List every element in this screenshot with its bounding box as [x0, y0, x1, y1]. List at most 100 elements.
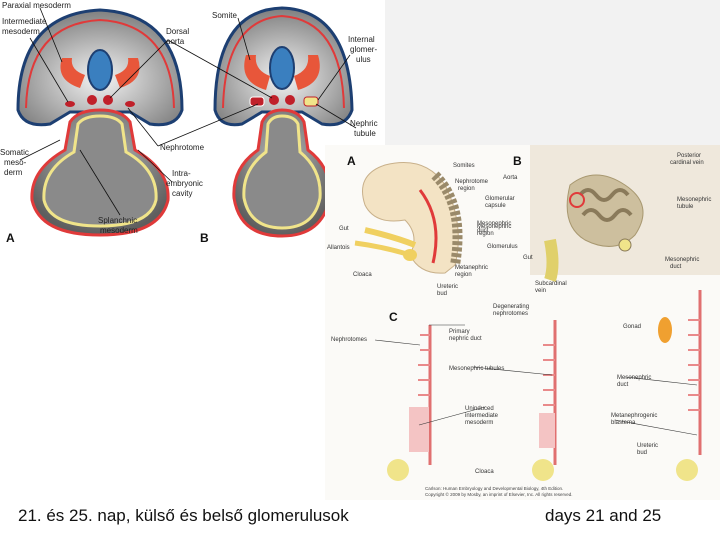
credit-line-2: Copyright © 2009 by Mosby, an imprint of…: [425, 491, 573, 497]
label-nephric-tubule-2: tubule: [354, 129, 376, 138]
label-c-gonad: Gonad: [623, 324, 641, 330]
right-panel-label-b: B: [513, 154, 522, 168]
label-c-ureteric-bud-2: bud: [637, 450, 647, 456]
label-intermediate-mesoderm-1: Intermediate: [2, 17, 47, 26]
label-a-ureteric-bud-2: bud: [437, 291, 447, 297]
section-a-aorta-left: [87, 95, 97, 105]
label-b-glomerulus: Glomerulus: [487, 244, 518, 250]
label-c-primary-nephric-duct-2: nephric duct: [449, 336, 482, 342]
label-internal-glomerulus-2: glomer-: [350, 45, 377, 54]
label-b-posterior-cardinal-vein-1: Posterior: [677, 153, 701, 159]
label-a-nephrotome-region-2: region: [458, 186, 475, 192]
label-c-mesonephric-duct-2: duct: [617, 382, 629, 388]
label-a-cloaca: Cloaca: [353, 272, 372, 278]
label-internal-glomerulus-3: ulus: [356, 55, 371, 64]
section-a-intermediate-right: [125, 101, 135, 107]
label-nephric-tubule-1: Nephric: [350, 119, 378, 128]
label-c-mesonephric-tubules: Mesonephric tubules: [449, 366, 504, 372]
section-a-intermediate-left: [65, 101, 75, 107]
label-b-subcardinal-vein-2: vein: [535, 288, 546, 294]
gonad-shape: [658, 317, 672, 343]
label-c-metanephrogenic-2: blastema: [611, 420, 636, 426]
section-a-neural-tube: [88, 50, 112, 90]
label-c-ureteric-bud-1: Ureteric: [637, 443, 658, 449]
embryo-gut: [365, 230, 415, 245]
label-internal-glomerulus-1: Internal: [348, 35, 375, 44]
right-panel-label-c: C: [389, 310, 398, 324]
label-intraembryonic-cavity-1: Intra-: [172, 169, 191, 178]
label-a-metanephric-region-1: Metanephric: [455, 265, 488, 271]
caption-left: 21. és 25. nap, külső és belső glomerulu…: [18, 506, 349, 526]
label-b-glomerular-capsule-2: capsule: [485, 203, 506, 209]
section-b-neural-tube: [270, 47, 294, 89]
series-stage-3: [658, 290, 700, 481]
label-dorsal-aorta-2: aorta: [166, 37, 185, 46]
label-a-allantois: Allantois: [327, 245, 350, 251]
caption-right: days 21 and 25: [545, 506, 661, 526]
section-a: [18, 10, 182, 235]
label-somatic-mesoderm-3: derm: [4, 168, 23, 177]
label-b-mesonephric-duct-2: duct: [477, 228, 489, 234]
panel-label-a: A: [6, 231, 15, 243]
label-c-cloaca: Cloaca: [475, 469, 494, 475]
label-b-glomerular-capsule-1: Glomerular: [485, 196, 515, 202]
label-somatic-mesoderm-1: Somatic: [0, 148, 29, 157]
label-c-degenerating-nephrotomes-1: Degenerating: [493, 304, 529, 310]
label-b-subcardinal-vein-1: Subcardinal: [535, 281, 567, 287]
label-splanchnic-mesoderm-1: Splanchnic: [98, 216, 137, 225]
panel-b-gut-shape: [550, 240, 553, 280]
section-a-gut-cavity: [44, 116, 156, 226]
section-b-gut-cavity: [244, 116, 320, 228]
label-paraxial-mesoderm: Paraxial mesoderm: [2, 1, 71, 10]
uninduced-mesoderm-shape: [409, 407, 429, 452]
label-a-nephrotome-region-1: Nephrotome: [455, 179, 489, 185]
label-intraembryonic-cavity-2: embryonic: [166, 179, 203, 188]
label-b-gut: Gut: [523, 255, 533, 261]
section-b-aorta-left: [269, 95, 279, 105]
series-stage-1: [387, 325, 430, 481]
embryo-cloaca: [403, 249, 417, 261]
label-a-somites: Somites: [453, 163, 475, 169]
right-panel-label-a: A: [347, 154, 356, 168]
nephric-series-panel-c: [387, 290, 700, 481]
label-c-mesonephric-duct-1: Mesonephric: [617, 375, 651, 381]
label-c-uninduced-3: mesoderm: [465, 420, 493, 426]
label-somite: Somite: [212, 11, 237, 20]
label-c-nephrotomes: Nephrotomes: [331, 337, 367, 343]
label-intermediate-mesoderm-2: mesoderm: [2, 27, 40, 36]
label-somatic-mesoderm-2: meso-: [4, 158, 27, 167]
label-dorsal-aorta-1: Dorsal: [166, 27, 189, 36]
label-c-metanephrogenic-1: Metanephrogenic: [611, 413, 657, 419]
label-splanchnic-mesoderm-2: mesoderm: [100, 226, 138, 235]
label-c-uninduced-2: intermediate: [465, 413, 499, 419]
background-block: [385, 0, 720, 145]
label-b-mesonephric-tubule-1: Mesonephric: [677, 197, 711, 203]
label-a-ureteric-bud-1: Ureteric: [437, 284, 458, 290]
label-b-mesonephric-duct-right-2: duct: [670, 264, 682, 270]
embryo-panel-a: [355, 163, 458, 274]
label-b-mesonephric-tubule-2: tubule: [677, 204, 694, 210]
section-b-aorta-right: [285, 95, 295, 105]
label-b-aorta: Aorta: [503, 175, 518, 181]
label-c-uninduced-1: Uninduced: [465, 406, 494, 412]
series-stage-2: [532, 320, 555, 481]
embryo-allantois: [355, 243, 410, 255]
label-b-posterior-cardinal-vein-2: cardinal vein: [670, 160, 704, 166]
cloaca-shape-2: [532, 459, 554, 481]
section-b-glomerulus: [304, 97, 318, 106]
label-c-degenerating-nephrotomes-2: nephrotomes: [493, 311, 528, 317]
label-a-metanephric-region-2: region: [455, 272, 472, 278]
cloaca-shape-1: [387, 459, 409, 481]
credit-line-1: Carlson: Human Embryology and Developmen…: [425, 486, 563, 491]
label-c-primary-nephric-duct-1: Primary: [449, 329, 470, 335]
panel-label-b: B: [200, 231, 209, 243]
label-a-gut: Gut: [339, 226, 349, 232]
cloaca-shape-3: [676, 459, 698, 481]
label-b-mesonephric-duct-1: Mesonephric: [477, 221, 511, 227]
label-nephrotome: Nephrotome: [160, 143, 205, 152]
kidney-development-figure: A B C Somites Nephrotome region Mesoneph…: [325, 145, 720, 500]
mesonephric-duct-shape: [619, 239, 631, 251]
kidney-development-svg: A B C Somites Nephrotome region Mesoneph…: [325, 145, 720, 500]
label-intraembryonic-cavity-3: cavity: [172, 189, 192, 198]
label-b-mesonephric-duct-right-1: Mesonephric: [665, 257, 699, 263]
